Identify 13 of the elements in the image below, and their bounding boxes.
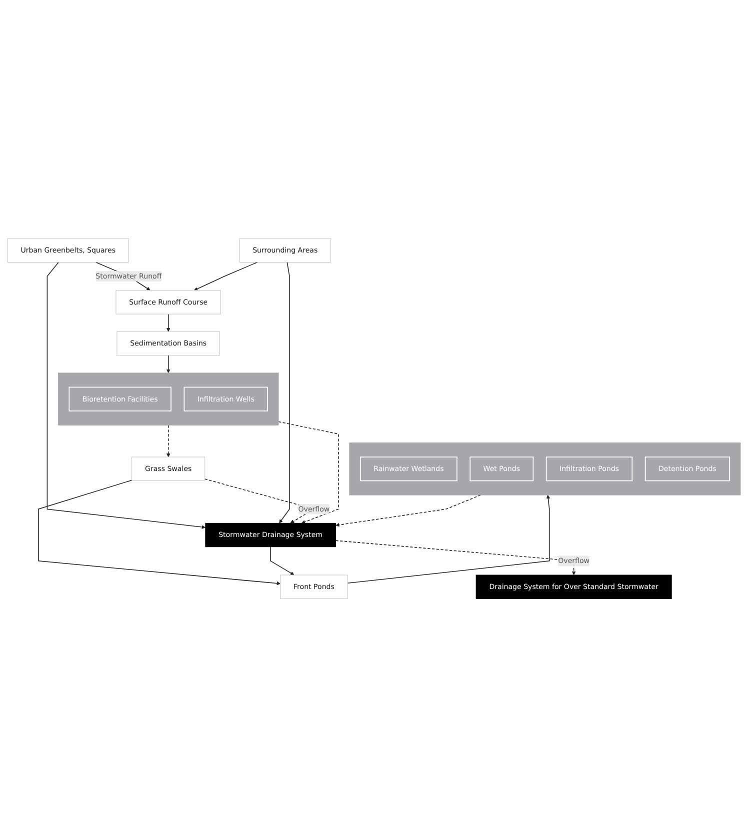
arrow [166, 424, 170, 458]
arrow [194, 262, 258, 291]
arrow [166, 314, 170, 332]
arrow [279, 262, 290, 524]
arrow [38, 480, 281, 586]
arrow [335, 540, 576, 576]
arrow [278, 421, 339, 524]
arrow [166, 354, 170, 373]
cluster [58, 372, 279, 426]
cluster [349, 442, 741, 496]
arrow [336, 494, 482, 527]
arrow [270, 546, 294, 576]
arrow [347, 494, 550, 584]
